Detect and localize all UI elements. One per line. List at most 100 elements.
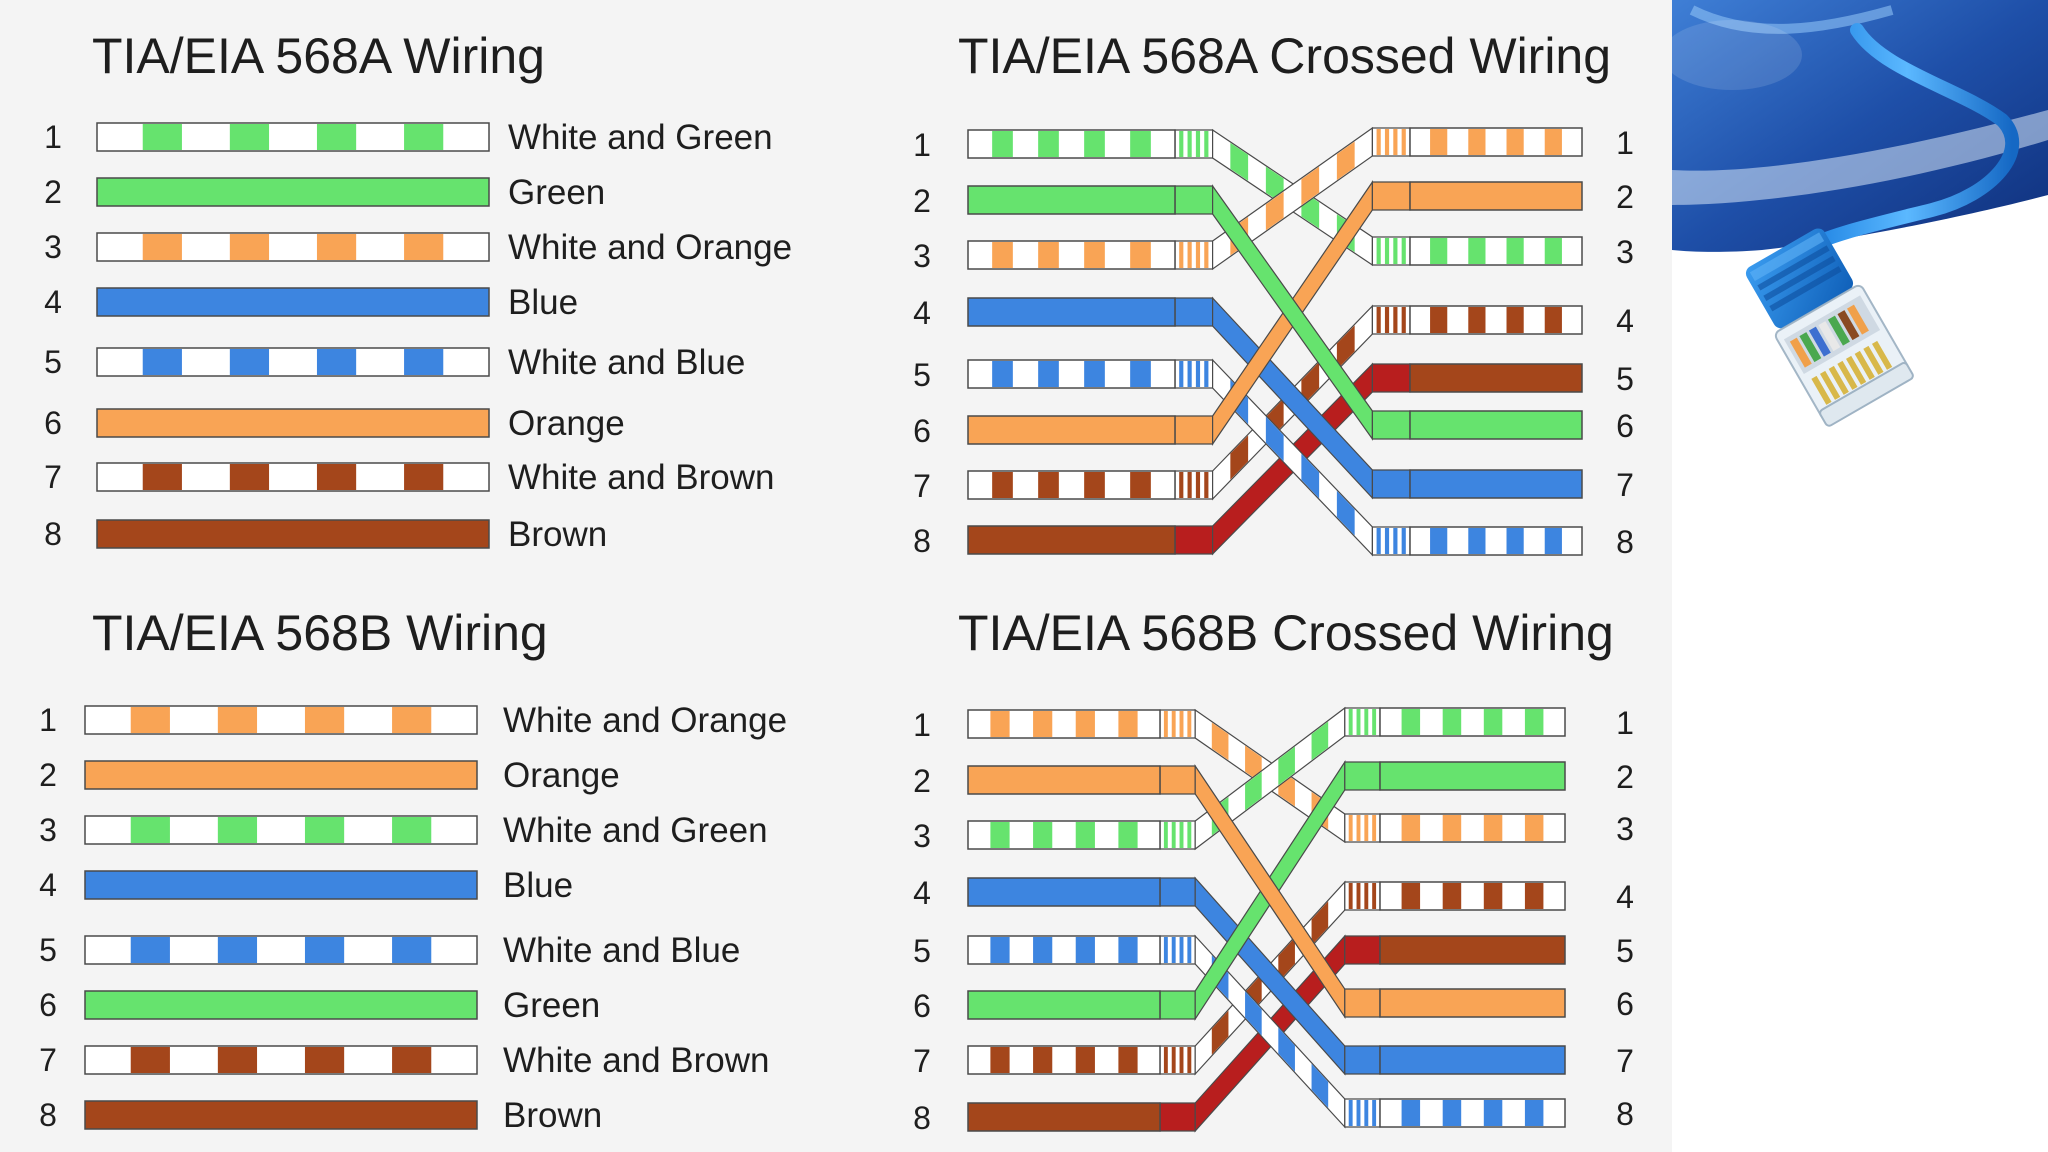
crossing-wire-start: [1174, 470, 1214, 500]
wire-left-solid-orange: [967, 415, 1176, 445]
wire-label: Blue: [503, 866, 573, 905]
pin-number-left: 2: [913, 763, 931, 799]
crossing-wire-start: [1159, 765, 1196, 795]
wire-label: Green: [503, 986, 600, 1025]
wire-left-solid-brown: [967, 525, 1176, 555]
crossing-wire-end: [1344, 988, 1381, 1018]
crossing-wire-end: [1371, 127, 1411, 157]
wire-solid-blue: [84, 870, 478, 900]
wire-right-striped-green: [1409, 236, 1583, 266]
crossing-wire-end: [1371, 526, 1411, 556]
wire-left-striped-orange: [967, 709, 1161, 739]
wire-right-striped-brown: [1379, 881, 1566, 911]
pin-number-left: 4: [913, 295, 931, 331]
pin-number-left: 3: [913, 238, 931, 274]
pin-number: 7: [44, 459, 62, 495]
wire-solid-green: [96, 177, 490, 207]
wire-striped-brown: [84, 1045, 478, 1075]
pin-number-left: 4: [913, 875, 931, 911]
wire-right-striped-blue: [1379, 1098, 1566, 1128]
pin-number-right: 1: [1616, 705, 1634, 741]
pin-number-right: 2: [1616, 179, 1634, 215]
crossing-wire-start: [1174, 129, 1214, 159]
pin-number: 7: [39, 1042, 57, 1078]
pin-number: 5: [39, 932, 57, 968]
crossing-wire-end: [1371, 236, 1411, 266]
crossing-wire: [1211, 126, 1374, 271]
crossing-wire-start: [1159, 935, 1196, 965]
crossing-wire-end: [1344, 1098, 1381, 1128]
wire-right-solid-orange: [1409, 181, 1583, 211]
wire-left-striped-blue: [967, 935, 1161, 965]
pin-number-left: 1: [913, 127, 931, 163]
pin-number-left: 3: [913, 818, 931, 854]
wire-label: Green: [508, 173, 605, 212]
wire-solid-green: [84, 990, 478, 1020]
wire-right-solid-brown: [1409, 363, 1583, 393]
pin-number: 6: [44, 405, 62, 441]
crossing-wire-start: [1174, 297, 1214, 327]
wire-solid-orange: [96, 408, 490, 438]
wire-left-solid-blue: [967, 877, 1161, 907]
wire-left-solid-green: [967, 990, 1161, 1020]
wire-right-solid-blue: [1409, 469, 1583, 499]
pin-number: 2: [44, 174, 62, 210]
pin-number-left: 1: [913, 707, 931, 743]
crossing-wire-end: [1344, 761, 1381, 791]
crossing-wire-start: [1159, 1045, 1196, 1075]
crossing-wire-end: [1344, 1045, 1381, 1075]
pin-number-left: 6: [913, 988, 931, 1024]
crossing-wire-end: [1371, 410, 1411, 440]
wire-right-solid-orange: [1379, 988, 1566, 1018]
wire-solid-brown: [96, 519, 490, 549]
pin-number: 8: [44, 516, 62, 552]
pin-number-left: 2: [913, 183, 931, 219]
crossing-bands: [1159, 706, 1381, 1133]
crossing-wire-start: [1159, 820, 1196, 850]
wire-label: Brown: [508, 515, 607, 554]
pin-number-right: 4: [1616, 879, 1634, 915]
section-title: TIA/EIA 568A Wiring: [92, 28, 545, 84]
wire-label: White and Orange: [508, 228, 792, 267]
crossing-wire-start: [1159, 990, 1196, 1020]
pin-number-right: 5: [1616, 361, 1634, 397]
wire-label: White and Blue: [508, 343, 745, 382]
wire-right-striped-green: [1379, 707, 1566, 737]
wire-label: White and Green: [508, 118, 773, 157]
decorative-banner: [1672, 0, 2048, 1152]
crossing-wire-end: [1371, 305, 1411, 335]
wire-label: Orange: [508, 404, 625, 443]
crossing-wire-end: [1371, 181, 1411, 211]
wire-label: White and Orange: [503, 701, 787, 740]
wire-right-solid-green: [1409, 410, 1583, 440]
crossing-bands: [1174, 126, 1411, 557]
wire-label: Orange: [503, 756, 620, 795]
pin-number-left: 7: [913, 1043, 931, 1079]
wire-label: White and Brown: [508, 458, 775, 497]
wire-striped-orange: [84, 705, 478, 735]
pin-number-left: 8: [913, 523, 931, 559]
crossing-wire-end: [1371, 469, 1411, 499]
crossing-wire-end: [1344, 935, 1381, 965]
section-title: TIA/EIA 568B Wiring: [92, 605, 548, 661]
crossing-wire-end: [1344, 813, 1381, 843]
section-title: TIA/EIA 568B Crossed Wiring: [958, 605, 1614, 661]
pin-number-right: 6: [1616, 408, 1634, 444]
wire-left-striped-green: [967, 129, 1176, 159]
pin-number-right: 1: [1616, 125, 1634, 161]
pin-number-right: 8: [1616, 524, 1634, 560]
wire-left-striped-orange: [967, 240, 1176, 270]
wire-left-striped-green: [967, 820, 1161, 850]
section-title: TIA/EIA 568A Crossed Wiring: [958, 28, 1611, 84]
wire-left-striped-blue: [967, 359, 1176, 389]
wire-striped-green: [96, 122, 490, 152]
wire-solid-orange: [84, 760, 478, 790]
